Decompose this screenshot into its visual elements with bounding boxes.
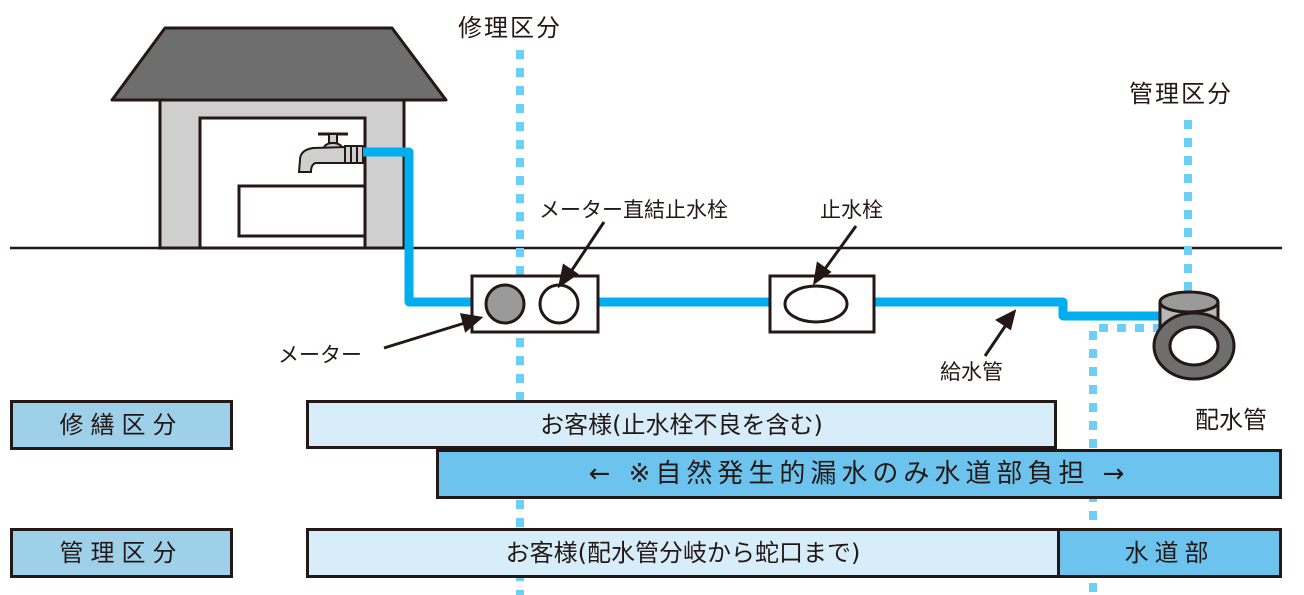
house-sink xyxy=(237,184,367,238)
direct-stop-valve-label: メーター直結止水栓 xyxy=(539,198,728,222)
supply-pipe-label: 給水管 xyxy=(940,360,1003,384)
management-department-box: 水道部 xyxy=(1057,528,1282,578)
meter-label: メーター xyxy=(278,343,362,367)
meter-icon xyxy=(484,283,526,325)
annotation-arrows xyxy=(383,221,1017,357)
repair-boundary-label: 修理区分 xyxy=(458,14,562,42)
distribution-main-icon xyxy=(1152,290,1236,381)
stop-valve-icon xyxy=(783,284,849,324)
direct-stop-valve-icon xyxy=(538,283,580,325)
house xyxy=(110,26,448,250)
repair-waterworks-note-box: ← ※自然発生的漏水のみ水道部負担 → xyxy=(436,449,1282,499)
meter-box xyxy=(470,274,600,334)
faucet-icon xyxy=(297,132,364,173)
management-boundary-label: 管理区分 xyxy=(1129,80,1233,108)
distribution-pipe-label: 配水管 xyxy=(1195,406,1267,434)
supply-pipe-path xyxy=(363,147,1160,321)
arrow-meter xyxy=(383,320,469,350)
arrow-supply-pipe xyxy=(983,321,1010,357)
repair-customer-box: お客様(止水栓不良を含む) xyxy=(306,400,1057,449)
stop-valve-label: 止水栓 xyxy=(820,198,883,222)
house-roof xyxy=(110,26,448,102)
stop-valve-box xyxy=(768,274,876,334)
arrow-stop-valve xyxy=(820,225,858,274)
management-category-box: 管理区分 xyxy=(10,528,233,578)
management-customer-box: お客様(配水管分岐から蛇口まで) xyxy=(306,528,1060,578)
arrow-direct-stop-valve xyxy=(566,221,606,277)
repair-category-box: 修繕区分 xyxy=(10,400,233,450)
